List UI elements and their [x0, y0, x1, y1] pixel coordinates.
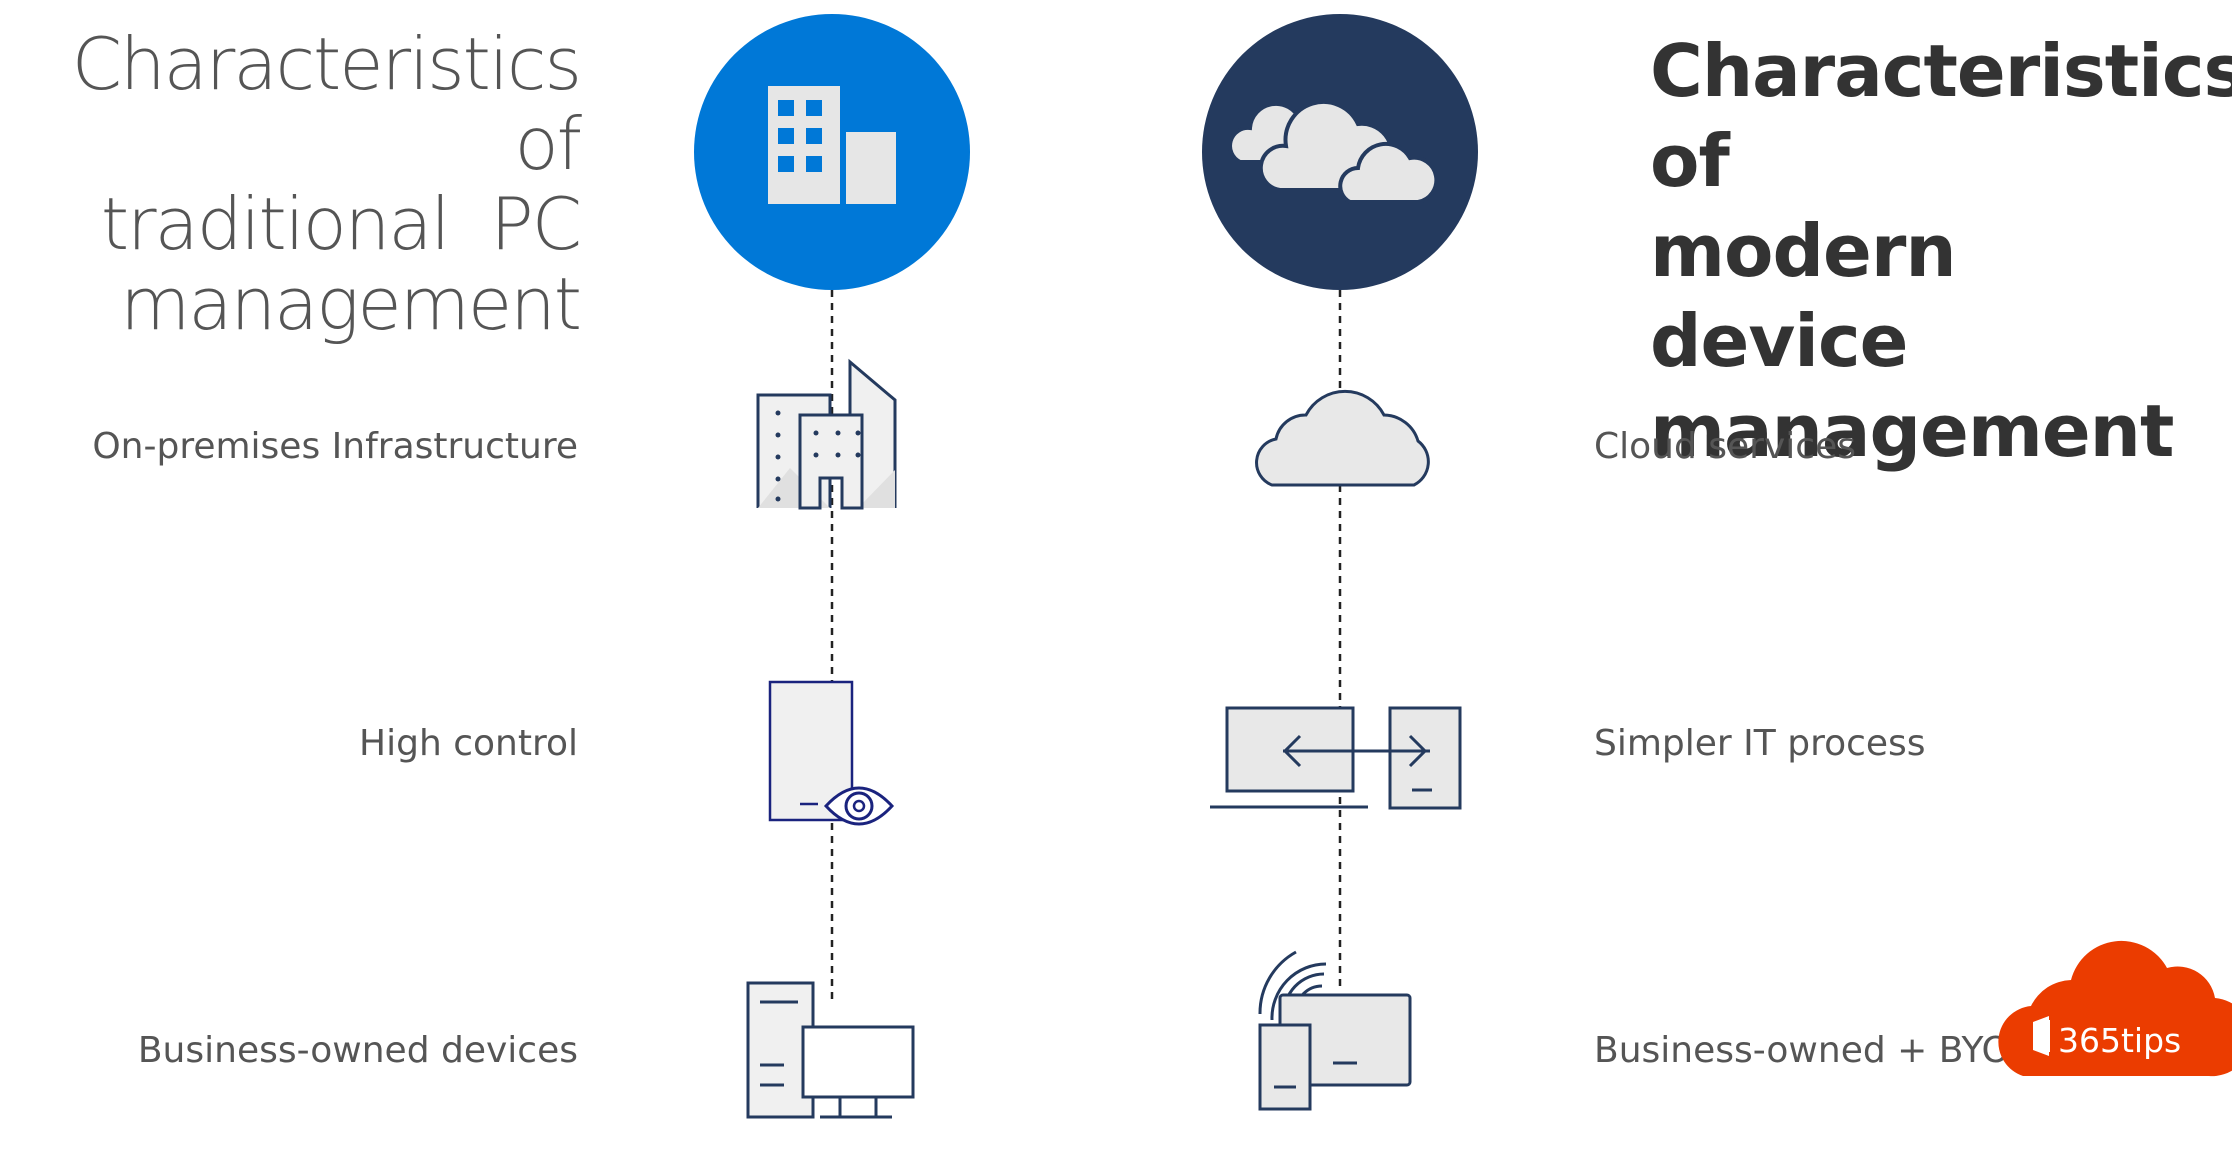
wireless-devices-icon — [1258, 950, 1412, 1111]
modern-title-line-1: Characteristics of — [1650, 29, 2232, 203]
feature-cloud-services: Cloud services — [1594, 426, 1856, 467]
server-eye-icon — [768, 680, 895, 826]
traditional-title: Characteristics of traditional PC manage… — [60, 22, 582, 346]
feature-on-premises: On-premises Infrastructure — [92, 426, 578, 467]
connector-lines — [830, 290, 1342, 1000]
badge-365tips: 365tips — [1998, 940, 2232, 1077]
feature-simpler-it: Simpler IT process — [1594, 723, 1926, 764]
feature-business-owned: Business-owned devices — [137, 1030, 578, 1071]
laptop-sync-icon — [1210, 706, 1462, 810]
office-logo-icon — [2033, 1016, 2050, 1056]
office-buildings-icon — [756, 358, 897, 510]
cloud-cluster-icon — [1202, 14, 1478, 290]
modern-title: Characteristics of modern device managem… — [1650, 26, 2232, 476]
traditional-title-line-1: Characteristics of — [71, 22, 582, 186]
desktop-computer-icon — [746, 981, 915, 1119]
modern-title-line-2: modern device — [1650, 209, 1957, 383]
traditional-title-line-3: management — [120, 262, 582, 346]
feature-high-control: High control — [359, 723, 578, 764]
cloud-icon — [1255, 389, 1430, 487]
badge-text: 365tips — [2058, 1021, 2181, 1060]
traditional-title-line-2: traditional PC — [100, 182, 582, 266]
building-icon — [694, 14, 970, 290]
modern-title-line-3: management — [1650, 389, 2174, 473]
feature-byod: Business-owned + BYOD — [1594, 1030, 2038, 1071]
